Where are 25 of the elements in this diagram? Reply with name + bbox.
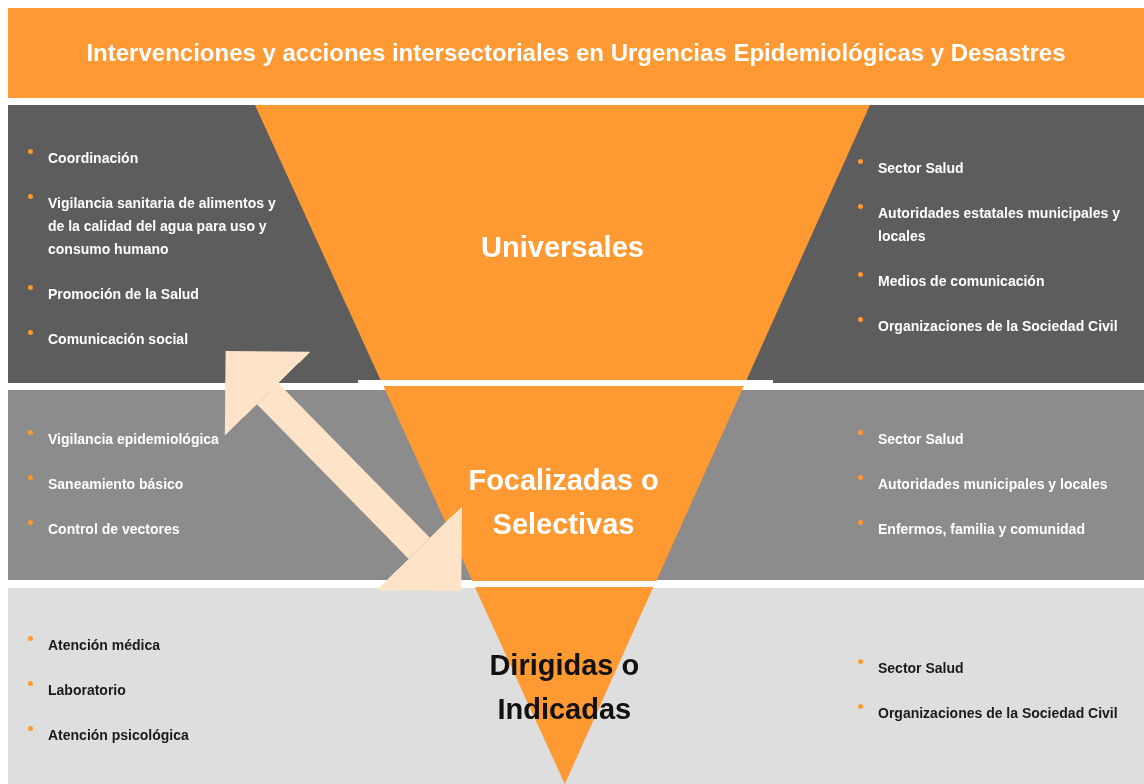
list-item: Organizaciones de la Sociedad Civil (878, 318, 1118, 334)
list-item: Laboratorio (48, 682, 126, 698)
list-item: Saneamiento básico (48, 476, 184, 492)
list-item: Vigilancia epidemiológica (48, 431, 219, 447)
list-item: Sector Salud (878, 660, 964, 676)
diagram-title: Intervenciones y acciones intersectoriales en Urgencias Epidemiológicas y Desastres (86, 39, 1066, 67)
list-item: Promoción de la Salud (48, 286, 199, 302)
list-item: Coordinación (48, 150, 139, 166)
double-arrow (224, 351, 463, 591)
band-background (8, 105, 1144, 383)
list-item: Atención médica (48, 637, 161, 653)
list-item: Atención psicológica (48, 727, 189, 743)
list-item: Vigilancia sanitaria de alimentos y de la calidad del agua para uso y consumo humano (48, 195, 276, 257)
list-item: Autoridades estatales municipales y locales (878, 205, 1120, 244)
list-item: Comunicación social (48, 331, 189, 347)
level-label: Focalizadas o Selectivas (467, 463, 660, 542)
list-item: Sector Salud (878, 160, 964, 176)
band-background (8, 588, 1144, 784)
list-item: Control de vectores (48, 521, 180, 537)
list-item: Enfermos, familia y comunidad (878, 521, 1085, 537)
list-item: Sector Salud (878, 431, 964, 447)
list-item: Autoridades municipales y locales (878, 476, 1108, 492)
list-item: Organizaciones de la Sociedad Civil (878, 705, 1118, 721)
list-item: Medios de comunicación (878, 273, 1045, 289)
level-label: Universales (481, 230, 644, 265)
